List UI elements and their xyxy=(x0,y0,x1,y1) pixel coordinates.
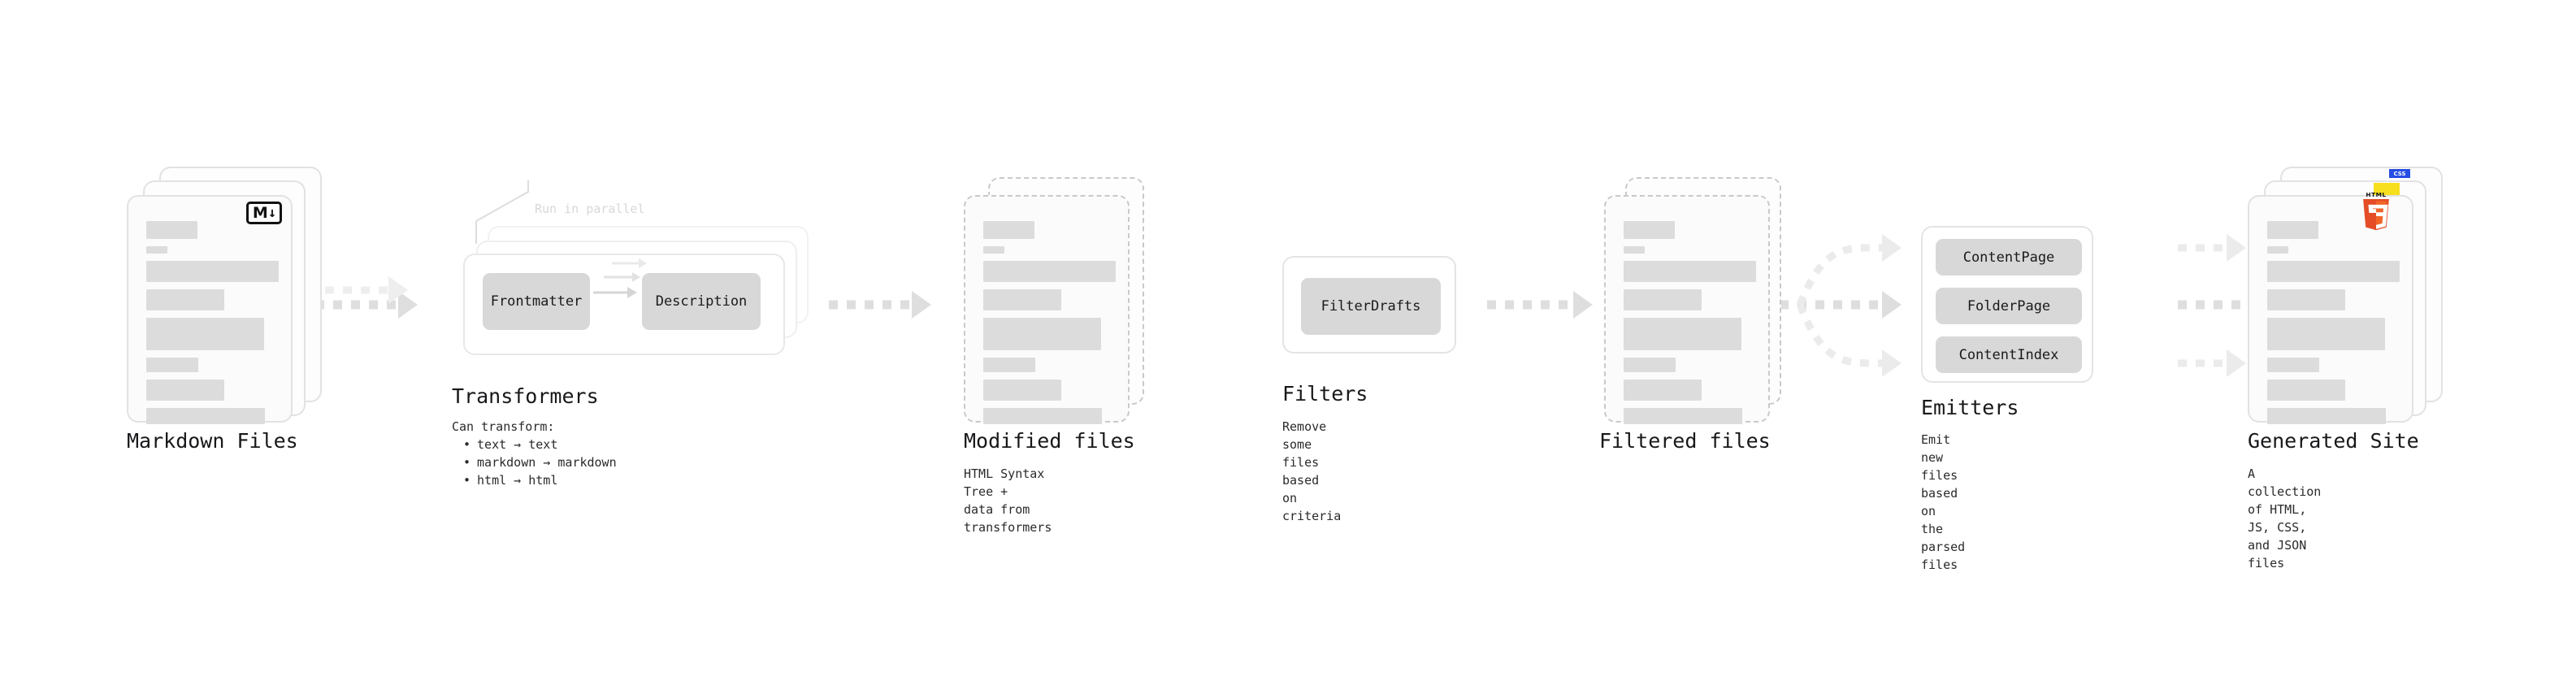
pill-folderpage-label: FolderPage xyxy=(1967,297,2051,314)
pill-folderpage[interactable]: FolderPage xyxy=(1936,288,2082,324)
pill-contentindex-label: ContentIndex xyxy=(1958,346,2059,363)
doc-line xyxy=(146,358,198,372)
stage-subtitle-modified-files: HTML Syntax Tree + data from transformer… xyxy=(964,466,1052,535)
stage-subtitle-generated-site: A collection of HTML, JS, CSS, and JSON … xyxy=(2248,466,2322,570)
doc-line xyxy=(1624,246,1645,254)
pill-description[interactable]: Description xyxy=(642,273,761,330)
css-badge-label: CSS xyxy=(2393,170,2406,177)
doc-line xyxy=(1624,318,1741,350)
stage-subtitle-emitters: Emit new files based on the parsed files xyxy=(1921,432,1966,572)
html5-badge: HTML xyxy=(2358,191,2394,235)
transformers-bullets: Can transform: text → text markdown → ma… xyxy=(452,418,617,489)
stage-title-generated-site: Generated Site xyxy=(2248,429,2419,453)
doc-line xyxy=(2267,221,2318,239)
pill-description-label: Description xyxy=(655,293,748,310)
modified-card-content xyxy=(965,197,1128,424)
doc-line xyxy=(146,261,279,282)
site-card-front xyxy=(2248,195,2413,424)
pill-frontmatter[interactable]: Frontmatter xyxy=(483,273,590,330)
filtered-card-content xyxy=(1606,197,1768,424)
doc-line xyxy=(983,380,1061,401)
doc-line xyxy=(2267,318,2385,350)
doc-line xyxy=(983,246,1004,254)
doc-line xyxy=(983,318,1101,350)
doc-line xyxy=(2267,289,2345,310)
doc-line xyxy=(2267,246,2288,254)
doc-line xyxy=(1624,221,1675,239)
emitters-box: ContentPage FolderPage ContentIndex xyxy=(1921,226,2093,383)
doc-line xyxy=(983,408,1102,424)
filtered-card-front xyxy=(1604,195,1770,424)
transformers-bullet-item: html → html xyxy=(463,471,617,489)
arrow-transformers-to-modified xyxy=(829,291,931,319)
doc-line xyxy=(2267,261,2400,282)
doc-line xyxy=(1624,261,1756,282)
markdown-badge-arrow: ↓ xyxy=(267,204,276,221)
css-badge: CSS xyxy=(2389,169,2410,178)
doc-line xyxy=(146,380,224,401)
modified-card-front xyxy=(964,195,1130,424)
run-in-parallel-label: Run in parallel xyxy=(535,202,645,216)
pill-contentindex[interactable]: ContentIndex xyxy=(1936,336,2082,373)
svg-text:HTML: HTML xyxy=(2366,193,2386,198)
doc-line xyxy=(983,289,1061,310)
stage-title-modified-files: Modified files xyxy=(964,429,1135,453)
doc-line xyxy=(146,289,224,310)
doc-line xyxy=(146,221,197,239)
doc-line xyxy=(983,261,1116,282)
markdown-badge-letter: M xyxy=(252,203,268,222)
filters-box: FilterDrafts xyxy=(1282,256,1456,354)
stage-title-markdown-files: Markdown Files xyxy=(127,429,298,453)
pill-filterdrafts[interactable]: FilterDrafts xyxy=(1301,278,1441,335)
stage-subtitle-filters: Remove some files based on criteria xyxy=(1282,419,1342,523)
transformers-bullets-head: Can transform: xyxy=(452,419,555,434)
doc-line xyxy=(2267,380,2345,401)
pill-contentpage[interactable]: ContentPage xyxy=(1936,239,2082,275)
doc-line xyxy=(983,358,1035,372)
doc-line xyxy=(983,221,1034,239)
doc-line xyxy=(146,246,167,254)
stage-title-emitters: Emitters xyxy=(1921,396,2019,419)
doc-line xyxy=(1624,380,1702,401)
arrow-filters-to-filtered xyxy=(1487,291,1593,319)
markdown-badge: M↓ xyxy=(246,202,282,224)
pill-contentpage-label: ContentPage xyxy=(1962,249,2055,266)
markdown-card-front xyxy=(127,195,293,424)
js-badge xyxy=(2374,183,2400,198)
transformers-bullet-item: markdown → markdown xyxy=(463,453,617,471)
doc-line xyxy=(1624,289,1702,310)
stage-title-transformers: Transformers xyxy=(452,384,599,408)
doc-line xyxy=(146,408,265,424)
stage-title-filters: Filters xyxy=(1282,382,1368,406)
transformer-layer-front: Frontmatter Description xyxy=(463,254,785,355)
pill-filterdrafts-label: FilterDrafts xyxy=(1321,298,1421,314)
doc-line xyxy=(2267,408,2386,424)
markdown-card-content xyxy=(128,197,291,424)
doc-line xyxy=(1624,358,1676,372)
transformers-bullet-list: text → text markdown → markdown html → h… xyxy=(452,436,617,489)
pill-frontmatter-label: Frontmatter xyxy=(490,293,583,310)
arrow-filtered-to-emitters xyxy=(1780,234,1902,377)
doc-line xyxy=(1624,408,1742,424)
transformers-bullet-item: text → text xyxy=(463,436,617,453)
doc-line xyxy=(146,318,264,350)
arrow-markdown-to-transformers xyxy=(315,276,418,319)
html5-shield-icon: HTML xyxy=(2363,191,2389,231)
stage-title-filtered-files: Filtered files xyxy=(1599,429,1771,453)
site-card-content xyxy=(2249,197,2412,424)
doc-line xyxy=(2267,358,2319,372)
